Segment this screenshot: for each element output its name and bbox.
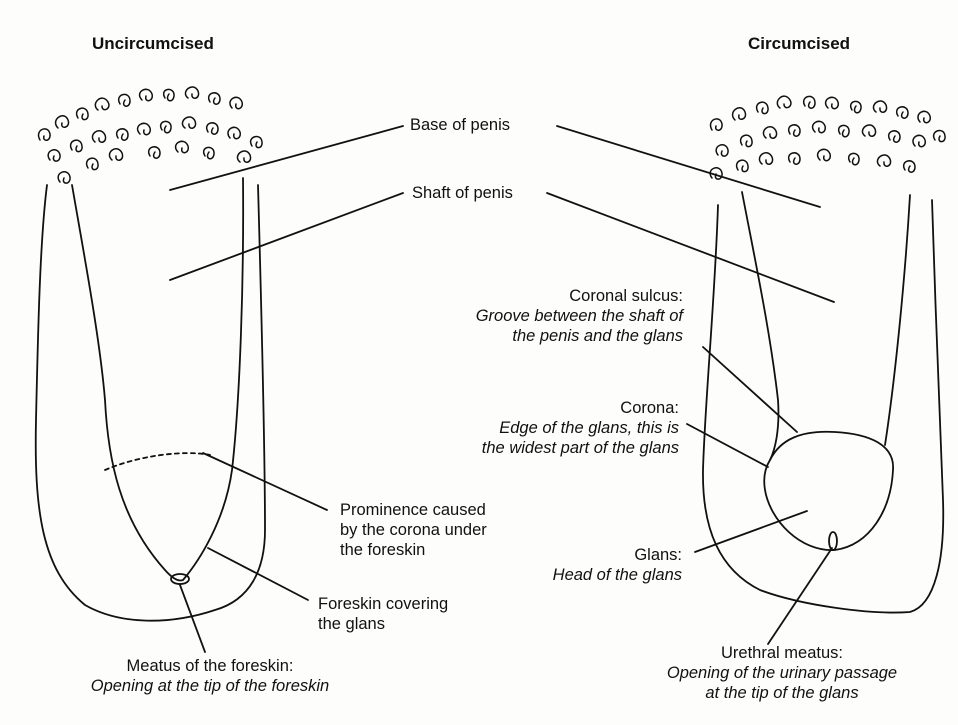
leader-lines	[169, 125, 835, 653]
label-meatus-of-foreskin: Meatus of the foreskin: Opening at the t…	[45, 656, 375, 696]
glans-title: Glans:	[634, 546, 682, 564]
circumcised-title: Circumcised	[748, 34, 851, 53]
leader-coronal-sulcus	[702, 346, 798, 433]
circumcised-outline	[702, 199, 945, 614]
leader-shaft-right	[546, 192, 835, 303]
foreskin-meatus-opening	[170, 573, 190, 585]
coronal-sulcus-desc-1: Groove between the shaft of	[475, 307, 683, 325]
label-base-of-penis: Base of penis	[410, 116, 510, 134]
prominence-line-3: the foreskin	[340, 541, 426, 559]
label-glans: Glans: Head of the glans	[553, 545, 682, 585]
corona-title: Corona:	[620, 399, 679, 417]
meatus-foreskin-title: Meatus of the foreskin:	[126, 657, 294, 675]
label-prominence: Prominence caused by the corona under th…	[340, 500, 487, 560]
leader-shaft-left	[169, 192, 404, 281]
meatus-foreskin-desc: Opening at the tip of the foreskin	[90, 677, 330, 695]
glans-shape	[763, 430, 894, 551]
label-urethral-meatus: Urethral meatus: Opening of the urinary …	[622, 643, 942, 703]
leader-foreskin-covering	[207, 547, 309, 601]
urethral-meatus-desc-1: Opening of the urinary passage	[666, 664, 898, 682]
coronal-sulcus-desc-2: the penis and the glans	[512, 327, 683, 345]
label-foreskin-covering: Foreskin covering the glans	[318, 594, 448, 634]
foreskin-covering-line-2: the glans	[318, 615, 385, 633]
prominence-line-1: Prominence caused	[340, 501, 486, 519]
urethral-meatus-title: Urethral meatus:	[721, 644, 843, 662]
label-shaft-of-penis: Shaft of penis	[412, 184, 513, 202]
corona-desc-1: Edge of the glans, this is	[499, 419, 679, 437]
urethral-meatus-opening	[828, 531, 838, 551]
leader-base-left	[169, 125, 404, 191]
circumcised-inner-left	[741, 191, 780, 461]
circumcised-inner-right	[884, 194, 911, 446]
urethral-meatus-desc-2: at the tip of the glans	[705, 684, 859, 702]
leader-meatus-foreskin	[179, 584, 206, 653]
label-corona: Corona: Edge of the glans, this is the w…	[482, 398, 679, 458]
foreskin-covering-line-1: Foreskin covering	[318, 595, 449, 613]
corona-prominence-dashed	[104, 452, 211, 471]
uncircumcised-inner-line	[71, 177, 245, 582]
leader-corona	[686, 423, 769, 468]
leader-glans	[694, 510, 808, 553]
circumcised-illustration	[702, 95, 946, 614]
left-pubic-hair	[37, 86, 263, 184]
coronal-sulcus-title: Coronal sulcus:	[569, 287, 683, 305]
corona-desc-2: the widest part of the glans	[481, 439, 679, 457]
uncircumcised-illustration	[34, 86, 266, 622]
uncircumcised-title: Uncircumcised	[92, 34, 214, 53]
leader-prominence	[202, 452, 328, 511]
uncircumcised-outline	[34, 184, 266, 622]
label-coronal-sulcus: Coronal sulcus: Groove between the shaft…	[476, 286, 683, 346]
prominence-line-2: by the corona under	[340, 521, 487, 539]
leader-urethral-meatus	[767, 547, 833, 645]
leader-base-right	[556, 125, 821, 208]
right-pubic-hair	[709, 95, 946, 180]
glans-desc: Head of the glans	[552, 566, 682, 584]
